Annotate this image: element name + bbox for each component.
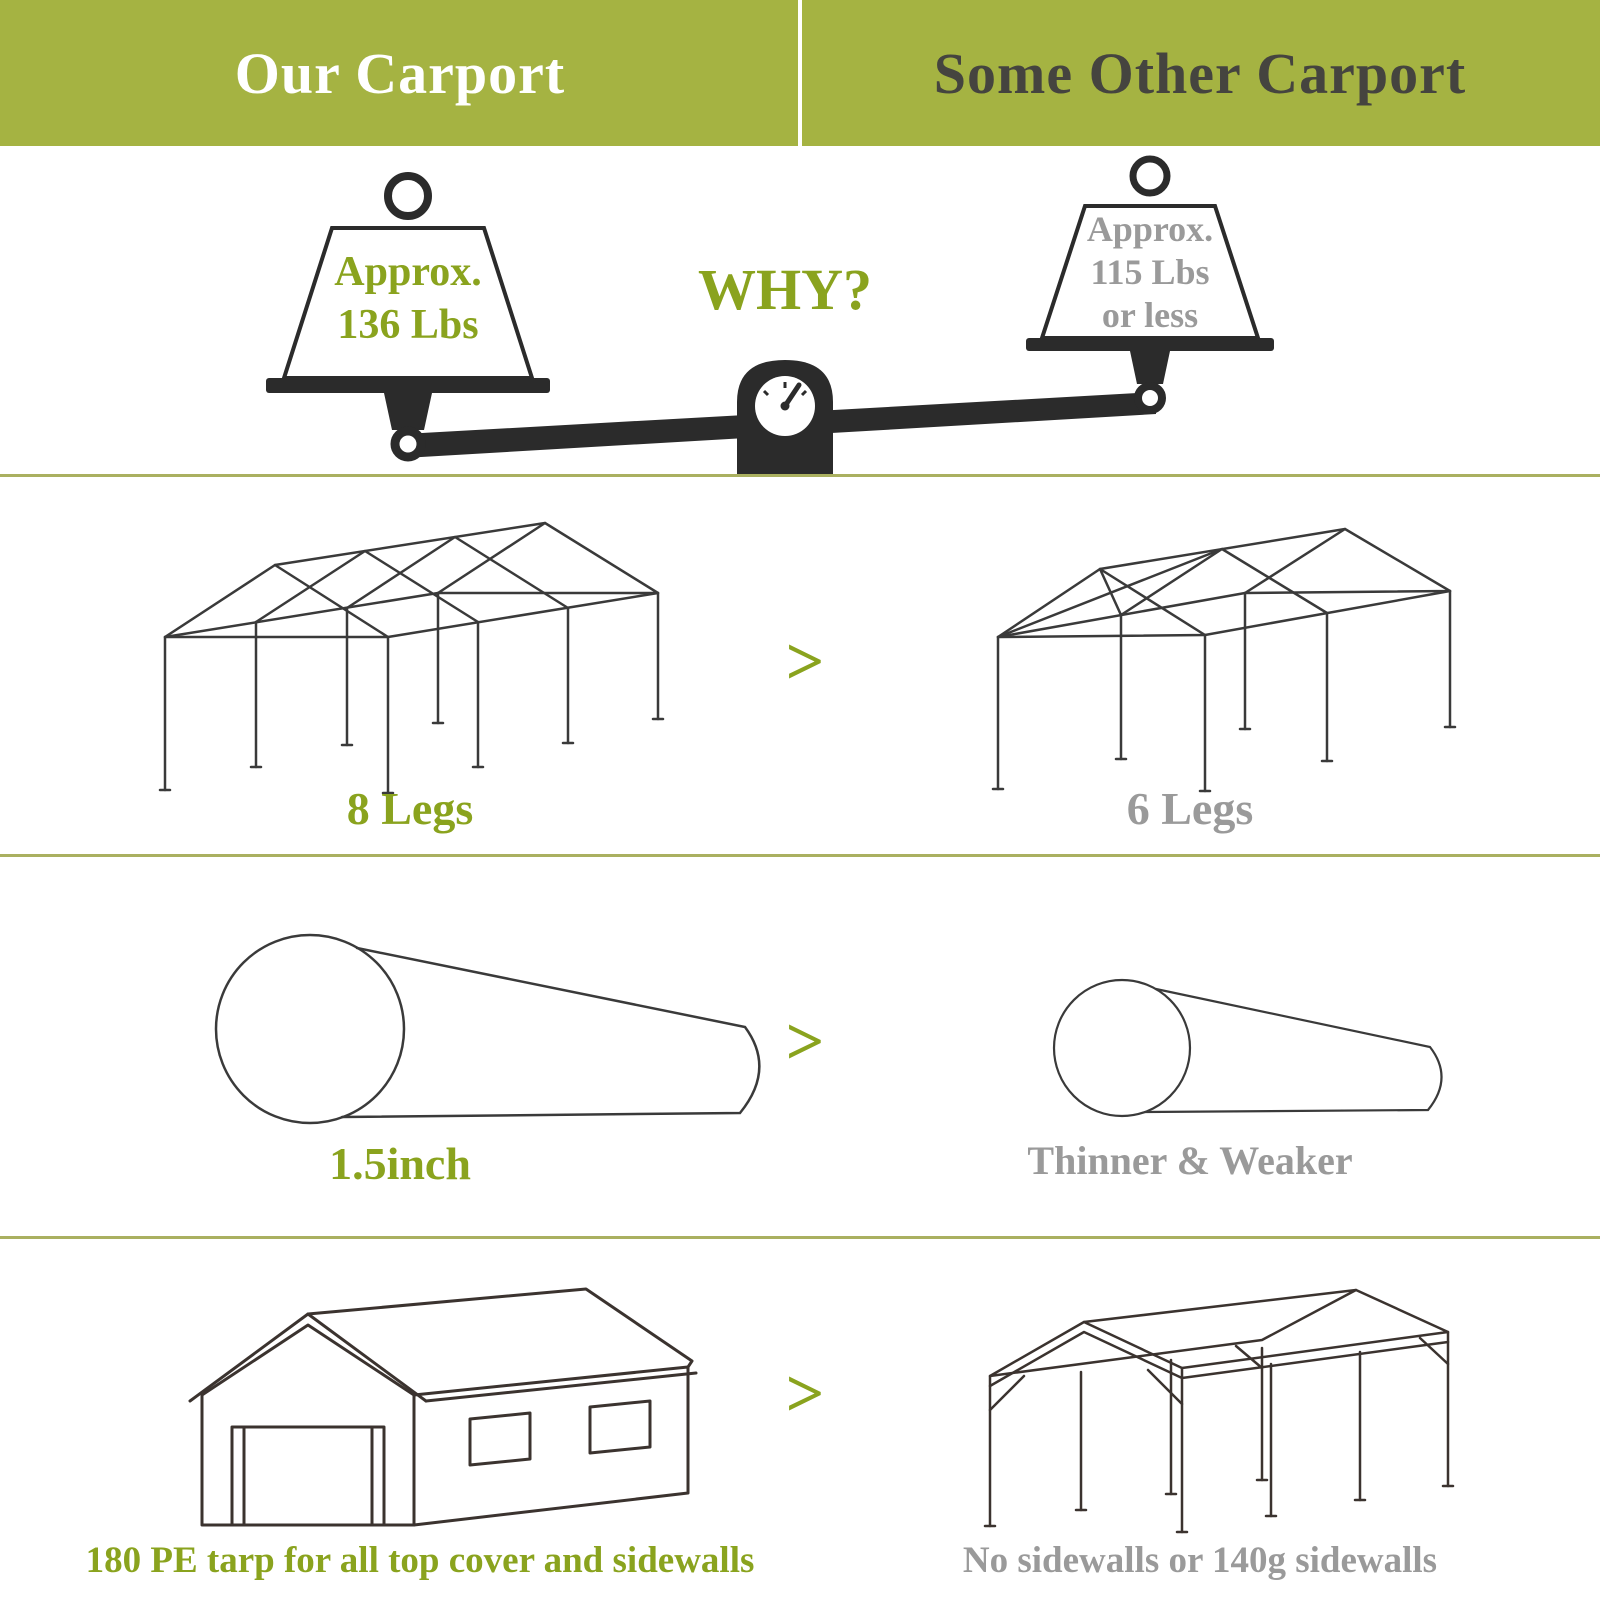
left-caption-tube: 1.5inch — [329, 1138, 471, 1189]
right-caption-tarp: No sidewalls or 140g sidewalls — [962, 1540, 1438, 1581]
left-weight-label-line2: 136 Lbs — [337, 301, 479, 348]
right-weight-label-line1: Approx. — [1086, 209, 1214, 249]
tarp-comparison-row: 180 PE tarp for all top cover and sidewa… — [0, 1239, 1600, 1600]
left-caption-tarp: 180 PE tarp for all top cover and sidewa… — [85, 1540, 755, 1581]
right-weight-illustration — [1026, 155, 1274, 414]
left-weight-label-line1: Approx. — [334, 249, 482, 295]
left-caption-legs: 8 Legs — [346, 783, 474, 834]
scale-pedestal — [737, 360, 833, 474]
weight-comparison-row: Approx. 136 Lbs WHY? Approx. 115 Lbs or … — [0, 146, 1600, 474]
tube-comparison-row: 1.5inch > Thinner & Weaker — [0, 857, 1600, 1236]
divider-3 — [0, 1236, 1600, 1239]
right-caption-tube: Thinner & Weaker — [1027, 1138, 1353, 1183]
greater-than-symbol-1: > — [785, 623, 825, 699]
carport-frame-6-legs-illustration — [991, 527, 1457, 793]
carport-with-sidewalls-illustration — [188, 1287, 698, 1527]
carport-no-sidewalls-illustration — [983, 1288, 1455, 1534]
right-caption-legs: 6 Legs — [1126, 783, 1254, 834]
greater-than-symbol-3: > — [785, 1355, 825, 1431]
right-weight-label: Approx. 115 Lbs or less — [1030, 208, 1270, 338]
thin-tube-illustration — [1052, 978, 1443, 1118]
why-label: WHY? — [698, 257, 872, 322]
balance-scale-illustration — [266, 155, 1274, 474]
thick-tube-illustration — [214, 933, 761, 1125]
header-divider — [798, 0, 802, 146]
carport-frame-8-legs-illustration — [158, 521, 665, 795]
right-weight-label-line2: 115 Lbs — [1090, 252, 1210, 293]
divider-2 — [0, 854, 1600, 857]
left-weight-illustration — [266, 172, 550, 462]
right-weight-label-line3: or less — [1101, 295, 1199, 336]
left-weight-label: Approx. 136 Lbs — [283, 246, 533, 351]
greater-than-symbol-2: > — [785, 1003, 825, 1079]
header-right-title: Some Other Carport — [933, 40, 1467, 106]
legs-comparison-row: 8 Legs > 6 Legs — [0, 477, 1600, 854]
header: Our Carport Some Other Carport — [0, 0, 1600, 146]
header-left-title: Our Carport — [234, 40, 566, 106]
divider-1 — [0, 474, 1600, 477]
